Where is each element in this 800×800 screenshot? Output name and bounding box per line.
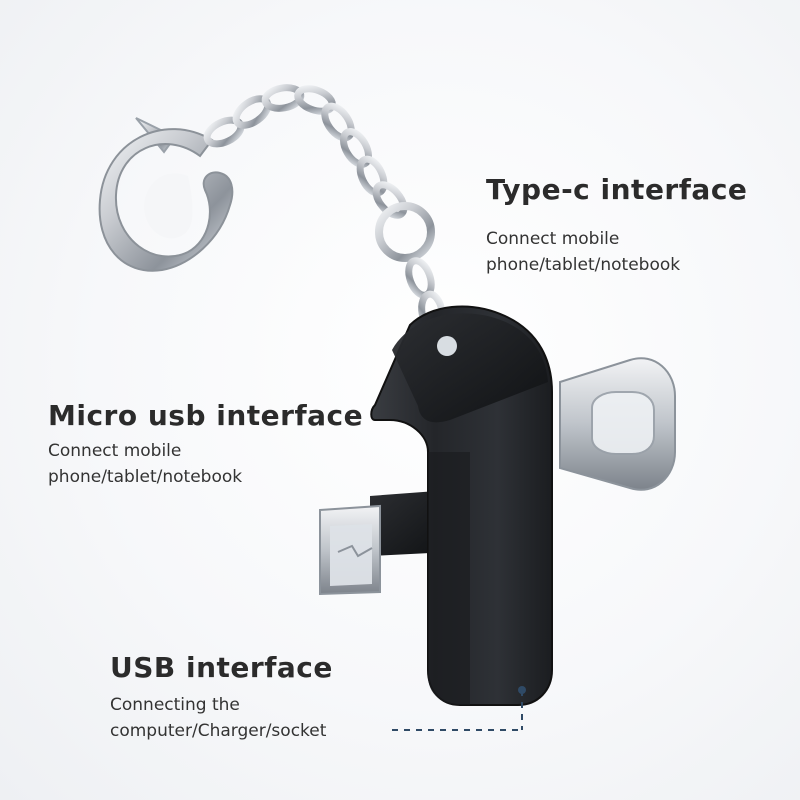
usb-interface-description: Connecting the computer/Charger/socket (110, 692, 333, 744)
micro-usb-interface-description: Connect mobile phone/tablet/notebook (48, 438, 363, 490)
typec-description-line-1: Connect mobile (486, 229, 620, 249)
usb-interface-callout: USB interface Connecting the computer/Ch… (110, 648, 333, 744)
typec-interface-description: Connect mobile phone/tablet/notebook (486, 226, 747, 278)
typec-description-line-2: phone/tablet/notebook (486, 255, 681, 275)
keychain-icon (98, 84, 446, 334)
usb-description-line-2: computer/Charger/socket (110, 721, 327, 741)
micro-usb-interface-title: Micro usb interface (48, 399, 364, 432)
micro-usb-interface-callout: Micro usb interface Connect mobile phone… (48, 396, 363, 490)
usb-interface-title: USB interface (110, 651, 333, 684)
micro-description-line-2: phone/tablet/notebook (48, 467, 243, 487)
usb-description-line-1: Connecting the (110, 695, 240, 715)
micro-description-line-1: Connect mobile (48, 441, 182, 461)
typec-interface-callout: Type-c interface Connect mobile phone/ta… (486, 170, 747, 278)
typec-interface-title: Type-c interface (486, 173, 748, 206)
otg-adapter-icon (319, 305, 676, 706)
